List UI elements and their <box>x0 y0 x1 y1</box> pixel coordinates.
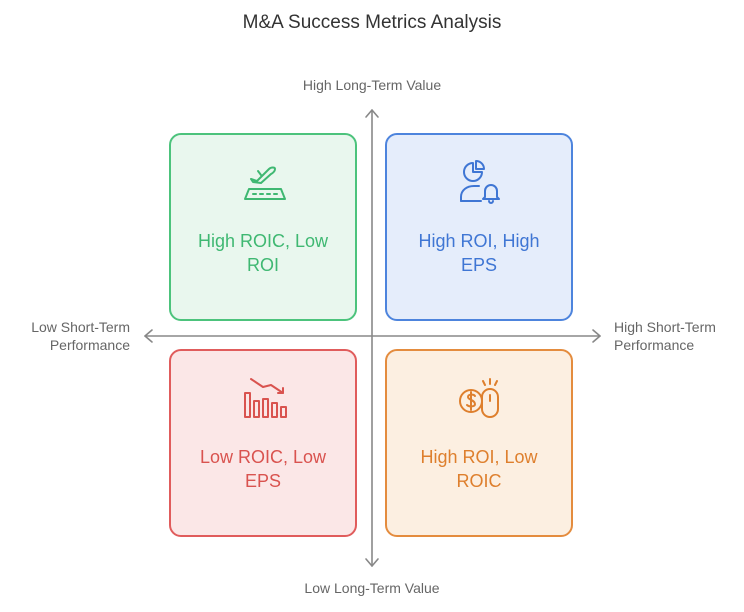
axis-label-left: Low Short-Term Performance <box>8 318 130 354</box>
quadrant-top-right-line2: EPS <box>460 255 498 275</box>
arrow-left-icon <box>144 329 153 343</box>
quadrant-bottom-right: High ROI, Low ROIC <box>385 349 573 537</box>
axis-label-right: High Short-Term Performance <box>614 318 739 354</box>
page-title: M&A Success Metrics Analysis <box>242 12 502 33</box>
quadrant-top-left-line2: ROI <box>246 255 279 275</box>
arrow-right-icon <box>592 329 601 343</box>
axis-label-right-line2: Performance <box>614 337 695 353</box>
quadrant-top-left-line1: High ROIC, Low <box>197 231 329 251</box>
quadrant-bottom-right-line1: High ROI, Low <box>420 447 538 467</box>
quadrant-bottom-left-line1: Low ROIC, Low <box>199 447 327 467</box>
declining-bar-chart-icon <box>244 378 287 418</box>
quadrant-bottom-left-label: Low ROIC, Low EPS <box>181 445 345 493</box>
axis-label-right-line1: High Short-Term <box>614 319 716 335</box>
quadrant-top-right: High ROI, High EPS <box>385 133 573 321</box>
quadrant-top-left: High ROIC, Low ROI <box>169 133 357 321</box>
axis-label-top: High Long-Term Value <box>302 77 442 93</box>
airplane-takeoff-icon <box>244 166 286 200</box>
quadrant-bottom-right-label: High ROI, Low ROIC <box>397 445 561 493</box>
quadrant-bottom-left: Low ROIC, Low EPS <box>169 349 357 537</box>
quadrant-top-right-line1: High ROI, High <box>418 231 540 251</box>
quadrant-bottom-left-line2: EPS <box>244 471 282 491</box>
axis-label-left-line1: Low Short-Term <box>31 319 130 335</box>
user-chart-bell-icon <box>460 160 500 204</box>
axis-label-bottom: Low Long-Term Value <box>304 580 440 596</box>
quadrant-bottom-right-line2: ROIC <box>456 471 502 491</box>
quadrant-top-right-label: High ROI, High EPS <box>397 229 561 277</box>
quadrant-top-left-label: High ROIC, Low ROI <box>181 229 345 277</box>
axis-label-left-line2: Performance <box>49 337 130 353</box>
arrow-up-icon <box>365 109 379 118</box>
dollar-mouse-icon <box>459 378 499 418</box>
arrow-down-icon <box>365 558 379 567</box>
